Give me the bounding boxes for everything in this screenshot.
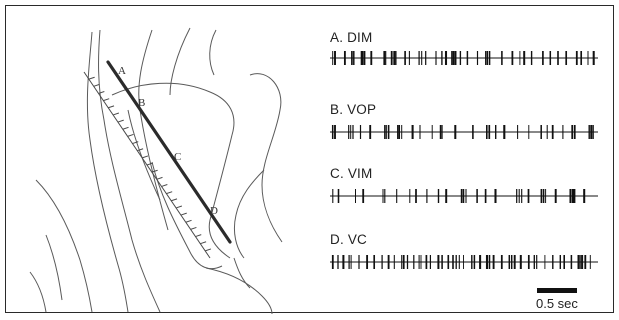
hatch-tick	[162, 185, 168, 187]
hatched-border	[84, 72, 211, 258]
hatch-tick	[157, 177, 163, 179]
hatch-tick	[108, 106, 114, 108]
hatch-tick	[94, 84, 100, 86]
hatch-tick	[181, 213, 187, 215]
hatch-tick	[123, 127, 129, 129]
hatch-tick	[147, 163, 153, 165]
spike-train-vop	[330, 124, 598, 140]
hatch-tick	[205, 249, 211, 251]
hatch-tick	[118, 120, 124, 122]
hatch-tick	[176, 206, 182, 208]
trajectory-label-d: D	[210, 205, 218, 217]
hatch-tick	[113, 113, 119, 115]
trajectory-label-b: B	[138, 97, 145, 109]
hatch-tick	[200, 242, 206, 244]
trace-label-vim: C. VIM	[330, 166, 372, 181]
trace-label-vop: B. VOP	[330, 102, 376, 117]
hatch-tick	[142, 156, 148, 158]
trajectory-label-a: A	[118, 65, 126, 77]
hatch-tick	[171, 199, 177, 201]
time-scale-bar	[537, 288, 577, 293]
hatch-tick	[103, 99, 109, 101]
trajectory-label-c: C	[174, 151, 181, 163]
hatch-tick	[195, 235, 201, 237]
hatch-tick	[128, 134, 134, 136]
hatch-tick	[137, 149, 143, 151]
trace-label-dim: A. DIM	[330, 30, 372, 45]
hatch-tick	[186, 220, 192, 222]
spike-train-vc	[330, 254, 598, 270]
spike-train-dim	[330, 50, 598, 66]
hatch-tick	[166, 192, 172, 194]
time-scale-label: 0.5 sec	[536, 296, 578, 311]
hatch-tick	[99, 92, 105, 94]
hatch-tick	[191, 227, 197, 229]
trace-label-vc: D. VC	[330, 232, 367, 247]
spike-train-vim	[330, 188, 598, 204]
hatch-tick	[89, 77, 95, 79]
